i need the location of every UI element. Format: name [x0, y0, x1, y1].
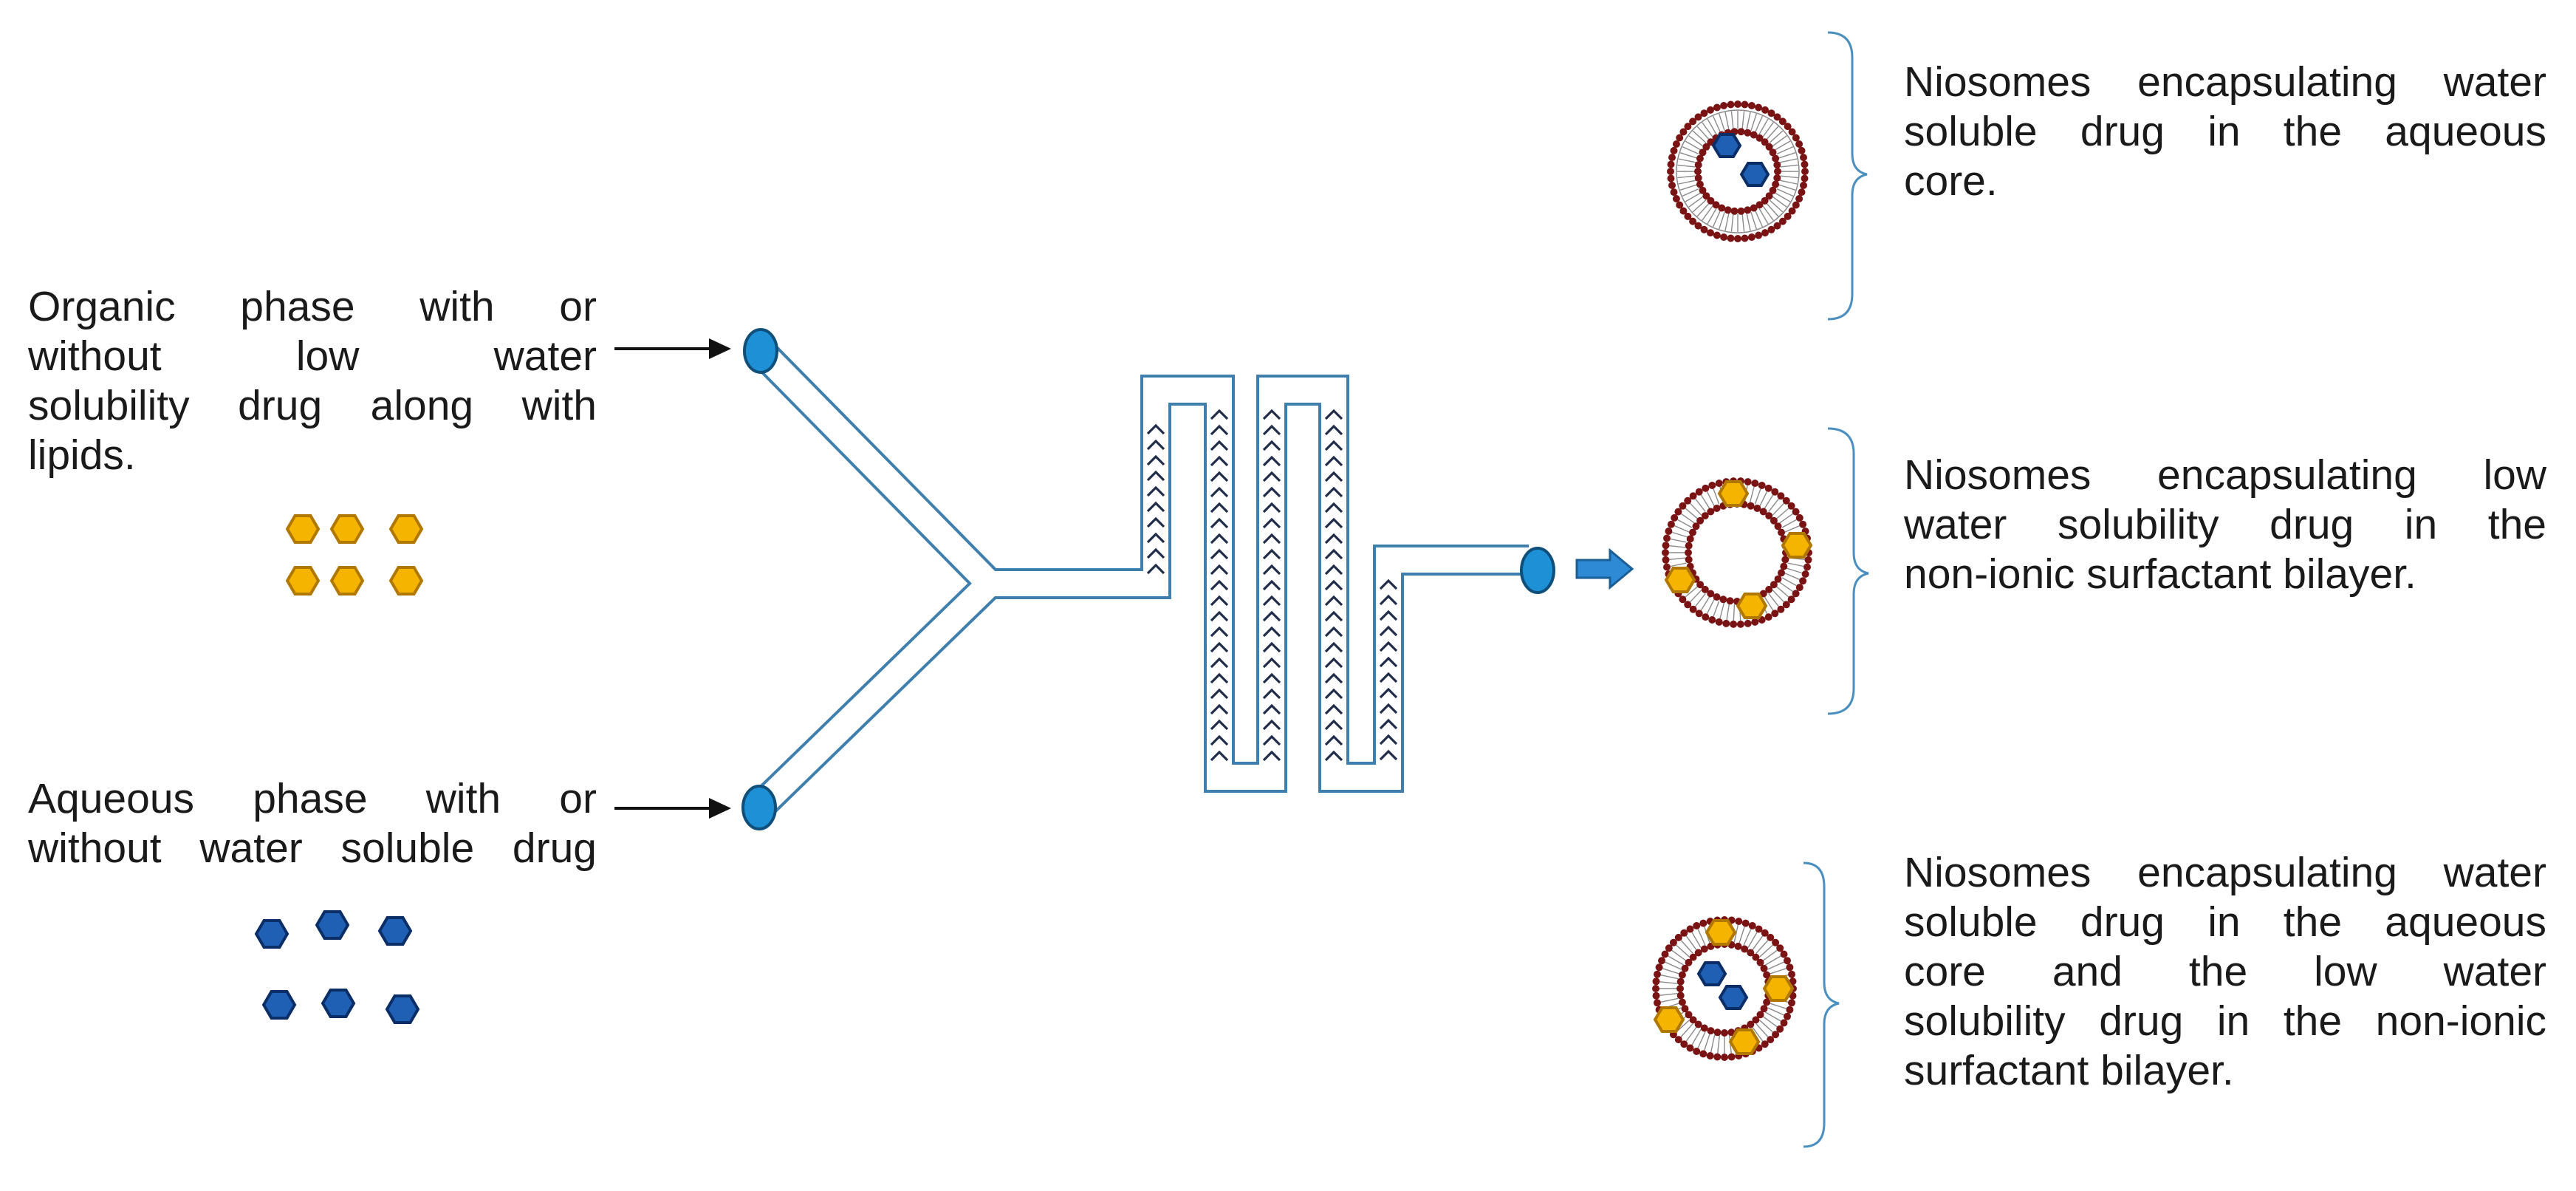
aqueous-inlet: [741, 785, 777, 830]
output-3-description: Niosomes encapsulating water soluble dru…: [1904, 848, 2546, 1096]
output-3-line: surfactant bilayer.: [1904, 1047, 2234, 1094]
aqueous-input-arrow: [614, 798, 731, 819]
organic-inlet: [743, 328, 778, 374]
output-1-line: Niosomes encapsulating water: [1904, 58, 2546, 106]
niosome-aqueous-core: [1667, 100, 1809, 242]
output-2-line: water solubility drug in the: [1904, 501, 2546, 548]
aqueous-phase-line: Aqueous phase with or: [28, 775, 597, 822]
bracket-output-1: [1827, 31, 1868, 321]
output-1-description: Niosomes encapsulating water soluble dru…: [1904, 58, 2546, 206]
lipid-head-groups: [1667, 100, 1809, 242]
bracket-output-3: [1803, 861, 1840, 1148]
output-3-line: solubility drug in the non-ionic: [1904, 997, 2546, 1045]
microfluidic-channel: [748, 340, 1529, 819]
lipid-head-groups: [1685, 500, 1789, 605]
output-3-line: Niosomes encapsulating water: [1904, 849, 2546, 896]
lipid-head-groups: [1694, 128, 1781, 215]
output-3-line: core and the low water: [1904, 948, 2546, 995]
organic-phase-line: Organic phase with or: [28, 283, 597, 330]
organic-phase-line: without low water: [28, 332, 597, 380]
output-2-line: non-ionic surfactant bilayer.: [1904, 550, 2416, 598]
organic-input-arrow: [614, 338, 731, 359]
hydrophobic-drug-icons: [286, 514, 423, 596]
bracket-output-2: [1827, 427, 1869, 715]
organic-phase-line: lipids.: [28, 431, 136, 479]
output-1-line: soluble drug in the aqueous: [1904, 108, 2546, 155]
output-1-line: core.: [1904, 157, 1998, 205]
hydrophilic-drug-icons: [255, 910, 419, 1024]
lipid-head-groups: [1662, 477, 1812, 628]
outlet-arrow-icon: [1575, 547, 1634, 590]
output-3-line: soluble drug in the aqueous: [1904, 898, 2546, 946]
lipid-tails: [1677, 111, 1798, 232]
aqueous-phase-label: Aqueous phase with or without water solu…: [28, 774, 597, 873]
output-2-description: Niosomes encapsulating low water solubil…: [1904, 451, 2546, 599]
organic-phase-label: Organic phase with or without low water …: [28, 282, 597, 480]
output-2-line: Niosomes encapsulating low: [1904, 451, 2546, 499]
aqueous-phase-line: without water soluble drug: [28, 825, 597, 872]
herringbone-mixer-marks: [1146, 409, 1398, 762]
organic-phase-line: solubility drug along with: [28, 382, 597, 429]
niosome-both-drugs: [1652, 916, 1797, 1061]
niosome-bilayer: [1662, 477, 1812, 628]
outlet: [1520, 547, 1555, 594]
